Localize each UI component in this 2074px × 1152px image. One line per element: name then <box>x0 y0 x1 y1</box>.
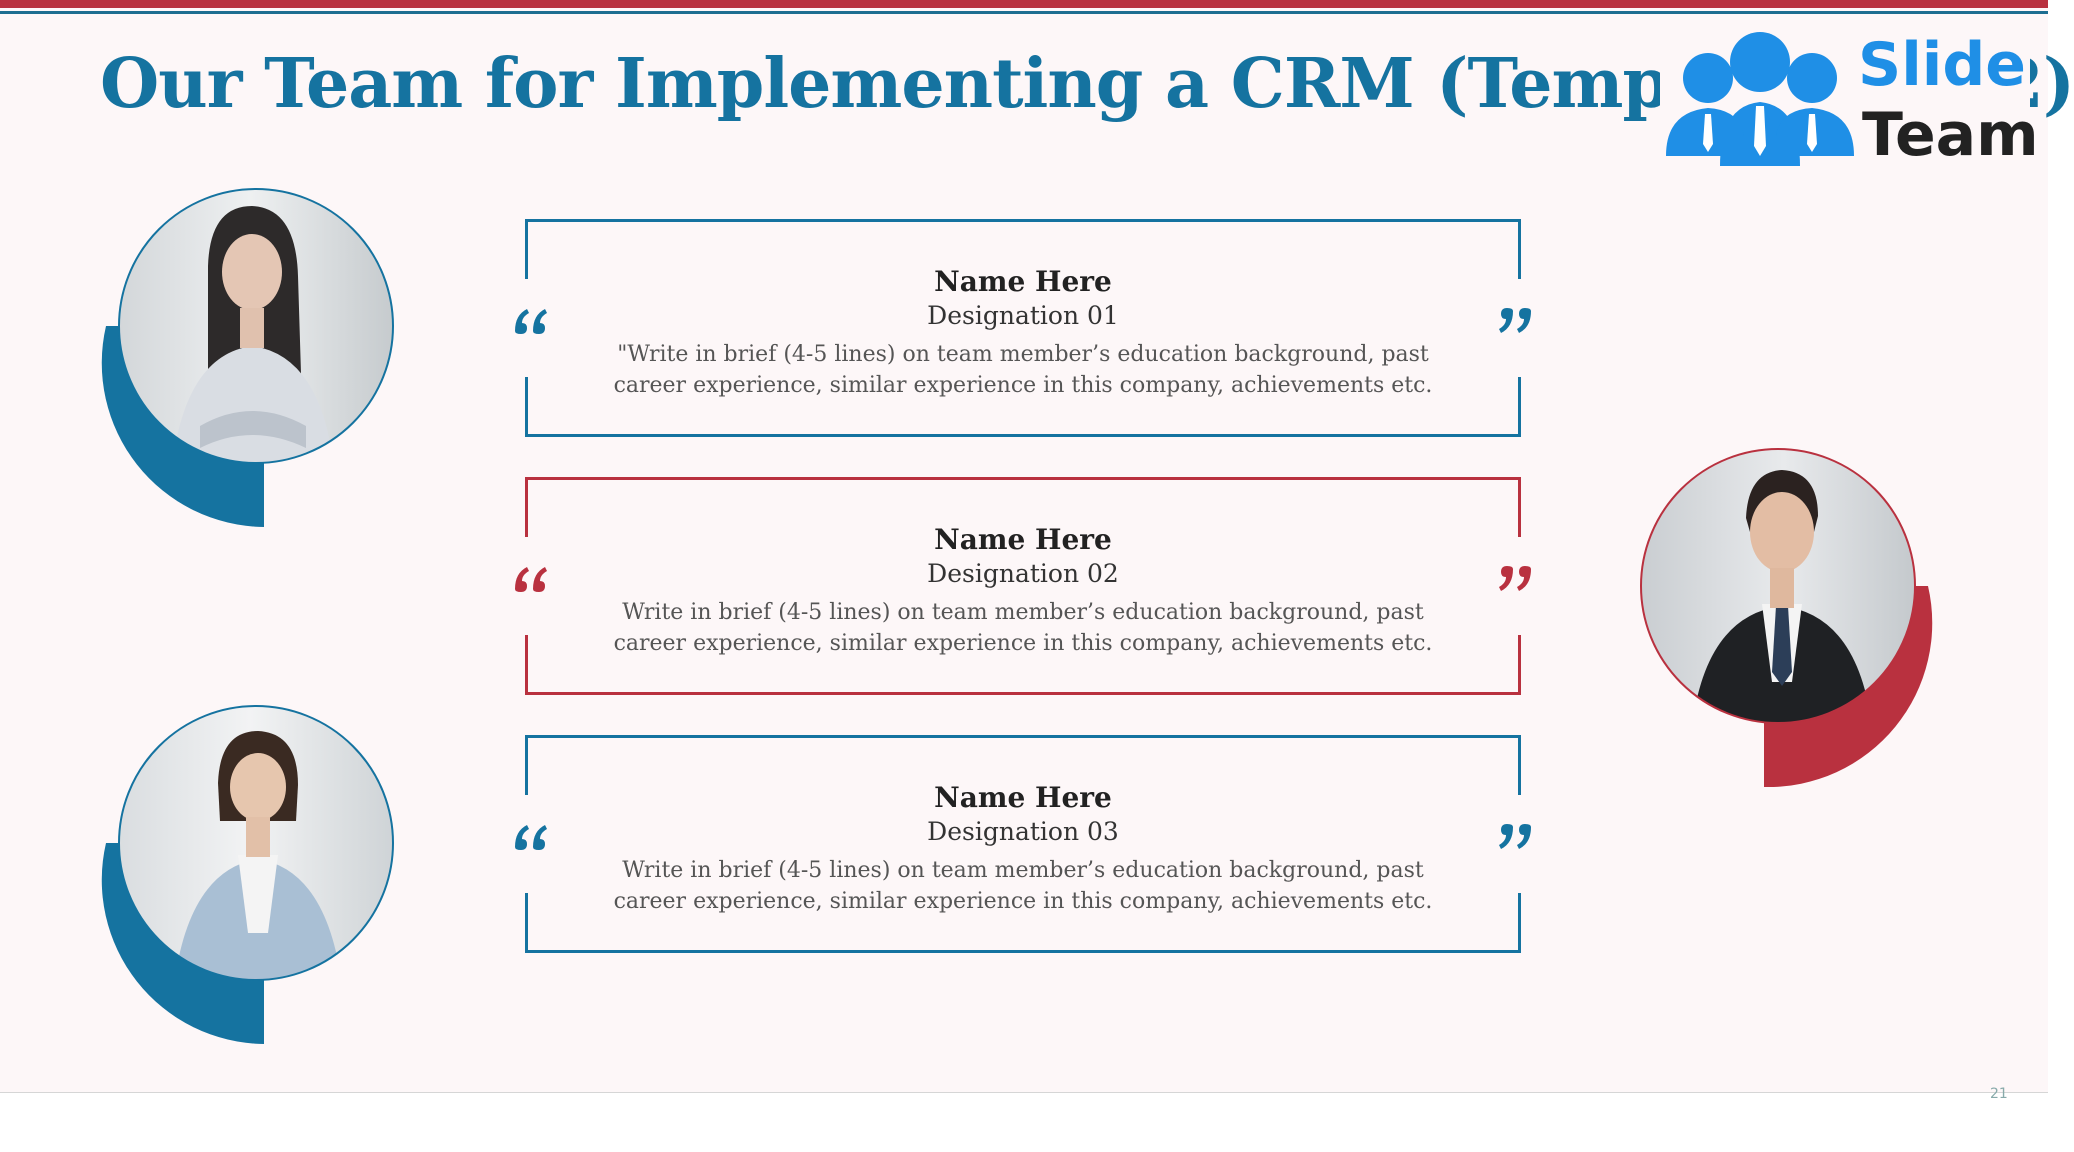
member-description: "Write in brief (4-5 lines) on team memb… <box>613 342 1433 398</box>
member-name: Name Here <box>934 781 1112 814</box>
team-people-icon <box>1666 32 1854 166</box>
member-card-3: Name Here Designation 03 Write in brief … <box>515 735 1531 953</box>
member-description: Write in brief (4-5 lines) on team membe… <box>613 600 1433 656</box>
close-quote-icon <box>1499 824 1531 849</box>
member-designation: Designation 03 <box>927 817 1119 846</box>
card-frame <box>525 219 1521 437</box>
member-card-1: Name Here Designation 01 "Write in brief… <box>515 219 1531 437</box>
top-stripe-blue <box>0 11 2048 14</box>
member-designation: Designation 01 <box>927 301 1119 330</box>
logo-word-team: Team <box>1862 100 2039 170</box>
slide: Our Team for Implementing a CRM (Templat… <box>0 0 2074 1053</box>
card-text: Name Here Designation 02 Write in brief … <box>585 522 1461 659</box>
member-name: Name Here <box>934 523 1112 556</box>
card-text: Name Here Designation 03 Write in brief … <box>585 780 1461 917</box>
member-designation: Designation 02 <box>927 559 1119 588</box>
open-quote-icon <box>515 567 547 592</box>
open-quote-icon <box>515 309 547 334</box>
member-name: Name Here <box>934 265 1112 298</box>
logo-word-slide: Slide <box>1858 30 2026 100</box>
member-description: Write in brief (4-5 lines) on team membe… <box>613 858 1433 914</box>
top-stripe-red <box>0 0 2048 8</box>
member-card-2: Name Here Designation 02 Write in brief … <box>515 477 1531 695</box>
card-frame <box>525 477 1521 695</box>
card-frame <box>525 735 1521 953</box>
open-quote-icon <box>515 825 547 850</box>
member-photo-2 <box>1634 446 1934 796</box>
page-number: 21 <box>1990 1086 2008 1102</box>
footer-divider <box>0 1092 2048 1093</box>
member-photo-1 <box>100 186 400 536</box>
close-quote-icon <box>1499 566 1531 591</box>
card-text: Name Here Designation 01 "Write in brief… <box>585 264 1461 401</box>
slideteam-logo: Slide Team <box>1660 26 2039 170</box>
member-photo-3 <box>100 703 400 1053</box>
close-quote-icon <box>1499 308 1531 333</box>
